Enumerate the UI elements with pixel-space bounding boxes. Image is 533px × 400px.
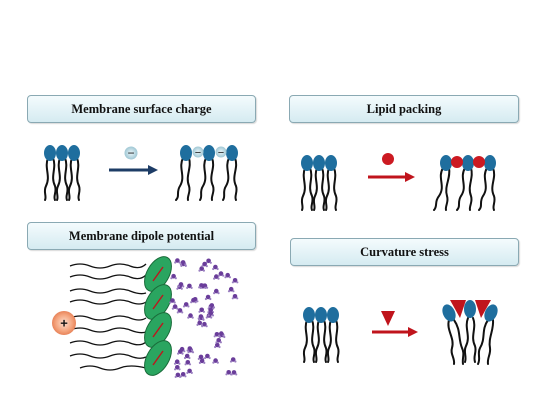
water-molecule (177, 282, 185, 288)
water-molecule (229, 357, 237, 363)
water-molecule (187, 313, 194, 319)
water-molecule (201, 261, 208, 268)
water-molecule (207, 311, 215, 317)
water-molecule (207, 307, 214, 314)
water-molecule (174, 258, 181, 264)
water-molecule (196, 320, 203, 326)
lipid-group-before (300, 155, 338, 211)
svg-text:−: − (218, 147, 224, 159)
dipole-potential-panel: + (52, 256, 239, 378)
svg-text:−: − (127, 146, 134, 160)
lipid-group-after-charged: − − (175, 145, 238, 201)
water-molecule (169, 298, 176, 304)
membrane-negative-charge-icons: − − (192, 146, 227, 159)
svg-text:−: − (195, 147, 201, 159)
water-molecule (190, 297, 197, 304)
water-molecule (197, 314, 205, 320)
lipid-packing-panel (300, 153, 496, 211)
water-molecule (176, 308, 184, 314)
horizontal-lipid-tails (69, 263, 147, 371)
water-molecule (186, 283, 193, 289)
lipid-group-before (302, 307, 340, 363)
water-molecules (169, 258, 239, 378)
water-molecule (217, 271, 225, 277)
curvature-stress-panel (302, 300, 498, 365)
water-molecule (212, 264, 219, 271)
water-molecule (184, 360, 192, 366)
surface-charge-label: Membrane surface charge (27, 95, 256, 123)
water-molecule (198, 307, 205, 313)
intercalated-molecule-icons (451, 156, 485, 168)
water-molecule (204, 294, 212, 301)
water-molecule (199, 283, 207, 289)
water-molecule (171, 304, 179, 310)
water-molecule (186, 346, 194, 352)
packing-molecule-icon (382, 153, 394, 165)
water-molecule (208, 303, 216, 309)
arrow-right-icon (372, 327, 418, 337)
lipid-packing-label: Lipid packing (289, 95, 519, 123)
water-molecule (224, 272, 231, 279)
lipid-group-after-curved (442, 300, 498, 365)
water-molecule (231, 294, 239, 300)
wedge-molecule-icons (450, 300, 491, 318)
water-molecule (198, 266, 205, 272)
cone-molecule-icon (381, 311, 395, 326)
dipole-lipid-heads (144, 256, 172, 376)
water-molecule (182, 302, 190, 308)
water-molecule (215, 338, 222, 344)
water-molecule (213, 274, 220, 280)
water-molecule (173, 359, 181, 365)
water-molecule (174, 372, 182, 378)
arrow-right-icon (109, 165, 158, 175)
water-molecule (201, 321, 208, 328)
negative-charge-icon: − (124, 146, 138, 160)
water-molecule (214, 342, 221, 349)
water-molecule (179, 260, 187, 266)
water-molecule (183, 353, 191, 360)
water-molecule (225, 370, 232, 376)
water-molecule (213, 288, 220, 295)
lipid-group-before (43, 145, 81, 201)
water-molecule (227, 286, 235, 293)
water-molecule (198, 358, 206, 364)
dipole-potential-label: Membrane dipole potential (27, 222, 256, 250)
surface-charge-panel: − − − (43, 145, 238, 201)
water-molecule (212, 358, 219, 364)
water-molecule (179, 372, 187, 378)
arrow-right-icon (368, 172, 415, 182)
water-molecule (174, 365, 181, 371)
water-molecule (218, 331, 225, 337)
water-molecule (170, 273, 177, 280)
curvature-stress-label: Curvature stress (290, 238, 519, 266)
water-molecule (186, 368, 193, 374)
lipid-group-after-packed (433, 155, 496, 211)
water-molecule (204, 353, 211, 360)
positive-charge-icon: + (52, 311, 76, 335)
water-molecule (231, 278, 239, 284)
svg-text:+: + (60, 316, 68, 331)
water-molecule (177, 349, 184, 355)
